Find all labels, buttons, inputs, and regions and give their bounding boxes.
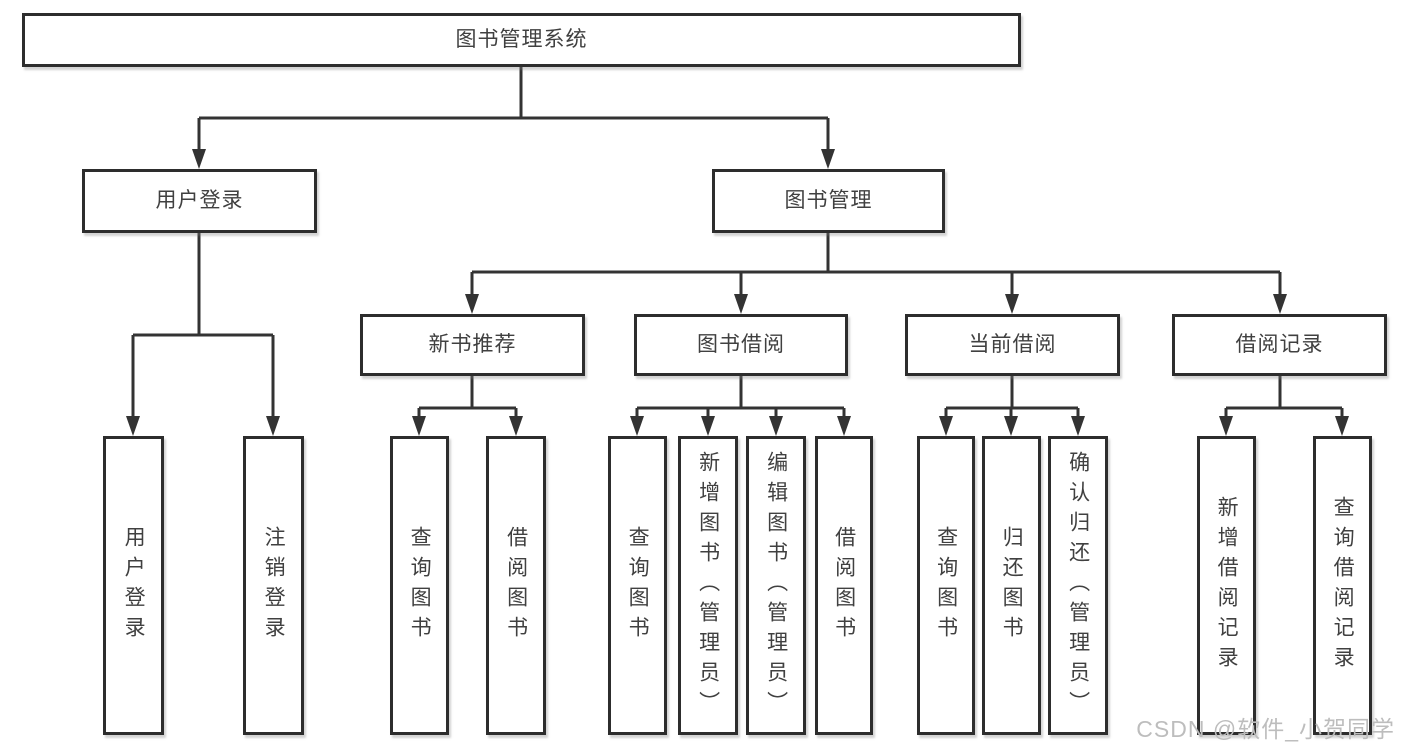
arrowhead-icon (630, 416, 644, 436)
arrowhead-icon (266, 416, 280, 436)
node-label-add-book-admin: 新增图书（管理员） (696, 450, 720, 721)
node-query-book-current: 查询图书 (917, 436, 975, 735)
node-label-query-book-current: 查询图书 (934, 525, 958, 646)
node-label-edit-book-admin: 编辑图书（管理员） (764, 450, 788, 721)
node-borrow-book-rec: 借阅图书 (486, 436, 546, 735)
node-label-root: 图书管理系统 (455, 28, 588, 52)
arrowhead-icon (192, 149, 206, 169)
arrowhead-icon (821, 149, 835, 169)
node-label-confirm-return-admin: 确认归还（管理员） (1066, 450, 1090, 721)
node-new-book-rec: 新书推荐 (360, 314, 585, 376)
arrowhead-icon (465, 294, 479, 314)
node-label-book-borrow: 图书借阅 (697, 333, 785, 357)
arrowhead-icon (734, 294, 748, 314)
node-label-borrow-record: 借阅记录 (1235, 333, 1324, 357)
node-query-book-borrow: 查询图书 (608, 436, 667, 735)
node-root: 图书管理系统 (22, 13, 1021, 67)
arrowhead-icon (769, 416, 783, 436)
node-label-query-book-rec: 查询图书 (408, 525, 432, 646)
arrowhead-icon (939, 416, 953, 436)
node-label-query-book-borrow: 查询图书 (626, 525, 650, 646)
node-label-new-book-rec: 新书推荐 (428, 333, 517, 357)
node-label-current-borrow: 当前借阅 (968, 333, 1057, 357)
arrowhead-icon (509, 416, 523, 436)
node-label-user-login-leaf: 用户登录 (122, 525, 146, 646)
node-label-book-mgmt-branch: 图书管理 (784, 189, 873, 213)
node-user-login-leaf: 用户登录 (103, 436, 164, 735)
connector-lines (131, 67, 1344, 420)
arrowhead-icon (412, 416, 426, 436)
node-label-borrow-book-leaf: 借阅图书 (832, 525, 856, 646)
arrowhead-icon (701, 416, 715, 436)
node-label-borrow-book-rec: 借阅图书 (504, 525, 528, 646)
arrowhead-icon (1004, 416, 1018, 436)
node-edit-book-admin: 编辑图书（管理员） (746, 436, 806, 735)
node-user-login-branch: 用户登录 (82, 169, 317, 233)
arrowhead-icon (1071, 416, 1085, 436)
node-add-borrow-record: 新增借阅记录 (1197, 436, 1256, 735)
node-book-borrow: 图书借阅 (634, 314, 848, 376)
node-label-user-login-branch: 用户登录 (155, 189, 244, 213)
node-logout-leaf: 注销登录 (243, 436, 304, 735)
arrowhead-icon (1335, 416, 1349, 436)
arrowhead-icon (126, 416, 140, 436)
node-book-mgmt-branch: 图书管理 (712, 169, 945, 233)
node-borrow-record: 借阅记录 (1172, 314, 1387, 376)
arrowhead-icon (1219, 416, 1233, 436)
arrowhead-icon (1005, 294, 1019, 314)
node-add-book-admin: 新增图书（管理员） (678, 436, 738, 735)
node-borrow-book-leaf: 借阅图书 (815, 436, 873, 735)
node-confirm-return-admin: 确认归还（管理员） (1048, 436, 1108, 735)
node-query-borrow-record: 查询借阅记录 (1313, 436, 1372, 735)
node-label-query-borrow-record: 查询借阅记录 (1331, 495, 1355, 676)
node-current-borrow: 当前借阅 (905, 314, 1120, 376)
node-label-add-borrow-record: 新增借阅记录 (1215, 495, 1239, 676)
csdn-watermark: CSDN @软件_小贺同学 (1136, 716, 1395, 742)
node-label-return-book: 归还图书 (1000, 525, 1024, 646)
node-label-logout-leaf: 注销登录 (262, 525, 286, 646)
arrowhead-icon (1273, 294, 1287, 314)
node-return-book: 归还图书 (982, 436, 1041, 735)
node-query-book-rec: 查询图书 (390, 436, 449, 735)
arrowhead-icon (837, 416, 851, 436)
